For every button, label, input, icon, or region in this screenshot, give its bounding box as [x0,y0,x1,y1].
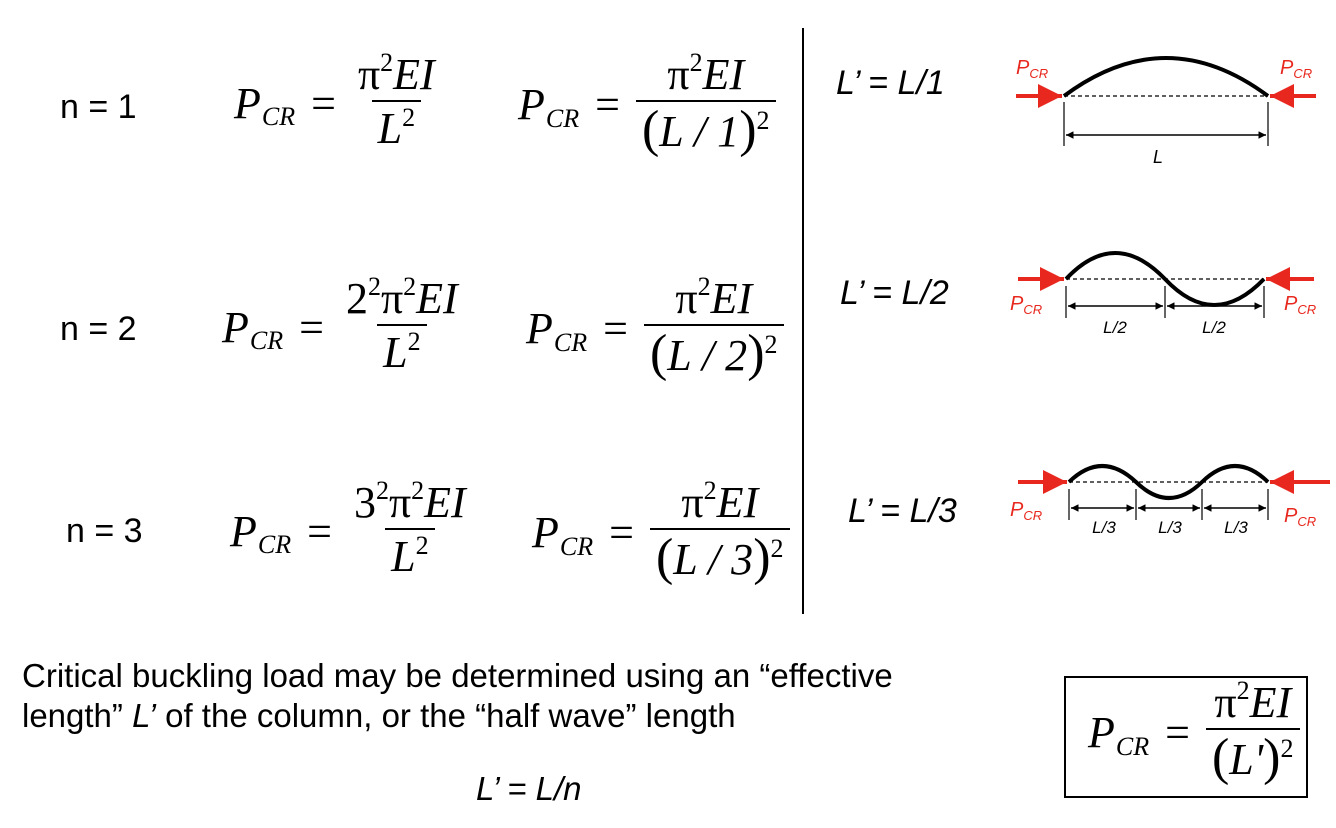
row1-effective-length: L’ = L/1 [836,64,945,102]
section-divider [802,28,804,614]
mode1-load-label-right: PCR [1280,57,1312,81]
description-line-1: Critical buckling load may be determined… [22,657,893,694]
mode3-curve [1067,464,1270,500]
description-text: Critical buckling load may be determined… [22,656,1032,736]
mode2-load-label-left: PCR [1010,293,1042,317]
description-line-2: length” L’ of the column, or the “half w… [22,697,736,734]
mode2-curve [1064,251,1266,307]
mode1-curve [1062,56,1270,98]
row2-effective-length: L’ = L/2 [840,274,949,312]
mode3-segment-label: L/3 [1092,518,1116,537]
row2-n-label: n = 2 [60,310,137,348]
mode3-load-label-left: PCR [1010,499,1042,523]
row3-n-label: n = 3 [66,512,143,550]
mode2-segment-label: L/2 [1202,318,1226,337]
mode2-load-label-right: PCR [1284,293,1316,317]
mode3-load-label-right: PCR [1284,505,1316,529]
row3-effective-length: L’ = L/3 [848,492,957,530]
row1-n-label: n = 1 [60,88,137,126]
boxed-formula-frame [1064,676,1308,798]
effective-length-relation: L’ = L/n [476,770,582,807]
mode3-segment-label: L/3 [1158,518,1182,537]
mode3-diagram: PCR PCR L/3 L/3 L/3 [1010,464,1330,537]
buckling-diagrams: PCR PCR L PCR PCR L/2 L/2 PCR PCR [1010,56,1330,537]
mode2-diagram: PCR PCR L/2 L/2 [1010,251,1316,337]
mode1-load-label-left: PCR [1016,57,1048,81]
mode1-diagram: PCR PCR L [1016,56,1316,167]
mode2-segment-label: L/2 [1103,318,1127,337]
mode3-segment-label: L/3 [1224,518,1248,537]
mode1-segment-label: L [1153,147,1163,167]
